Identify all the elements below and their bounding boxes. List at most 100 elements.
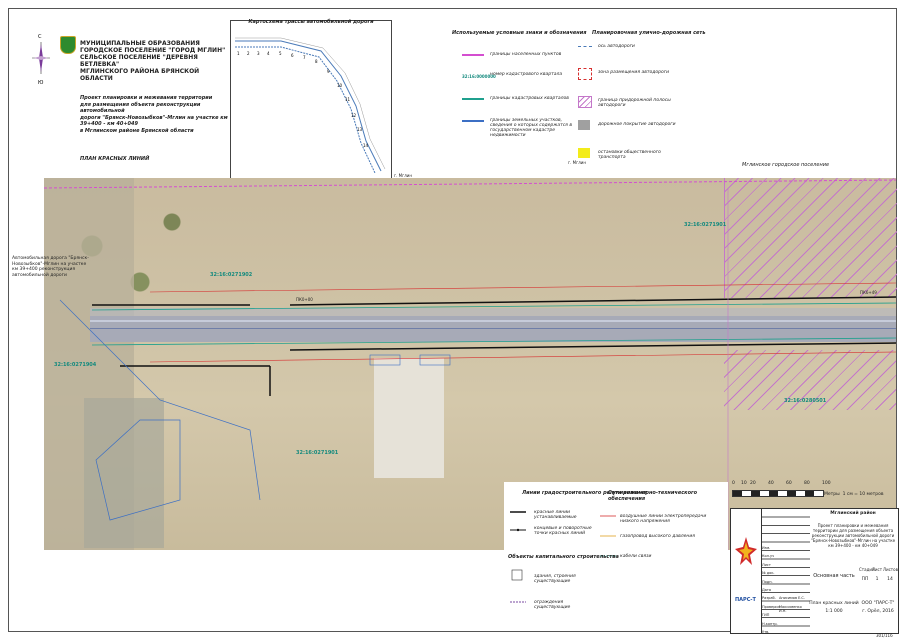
stamp-stage-header: Стадия [859,567,875,572]
inset-km-label: 12 [351,113,357,118]
legend-general-symbol: 32:16:0000000 [462,74,496,79]
legend-road-item: граница придорожной полосы автодороги [598,98,671,108]
road-note: Автомобильная дорога "Брянск-Новозыбков"… [12,256,89,278]
stamp-description: Проект планировки и межевания территории… [810,523,896,548]
inset-km-label: 8 [315,59,318,64]
scale-tick-label: 20 [750,481,756,486]
legend-buildings: здания, строения существующие [534,574,576,584]
stamp-row-label: № док. [762,571,775,576]
legend-lower: Линии градостроительного регулирования С… [504,482,728,628]
legend-general-symbol [462,98,484,100]
cadastre-boundary-south [91,337,897,346]
scale-tick-label: 80 [804,481,810,486]
inset-km-label: 13 [357,127,363,132]
legend-road-item: ось автодороги [598,44,635,49]
stamp-row-label: Кол.уч [762,554,775,559]
scale-tick-label: 10 [741,481,747,486]
stamp-person-name: Анисимов Е.С. [779,596,805,601]
project-line-4: в Мглинском районе Брянской области [80,127,194,134]
cadastral-number-5: 32:16:0280501 [784,398,827,404]
stamp-grid [761,509,810,633]
north-arrow-icon: С Ю [30,32,52,88]
legend-cables: кабели связи [620,554,652,559]
settlement-boundary [43,179,897,189]
stamp-sheet-header: Лист [871,567,883,572]
inset-km-label: 14 [363,143,369,148]
legend-title-road-network: Планировочная улично-дорожная сеть [592,30,706,36]
stamp-row-label: Разраб. [762,596,776,601]
stamp-part: Основная часть [813,573,855,579]
company-logo-text: ПАРС-Т [735,597,756,603]
stamp-sheets: 14 [887,577,893,582]
stamp-row-label: Подп. [762,579,773,584]
organization-header: МУНИЦИПАЛЬНЫЕ ОБРАЗОВАНИЯ ГОРОДСКОЕ ПОСЕ… [80,40,230,82]
legend-road-symbol [578,148,590,158]
stamp-row-label: Лист [762,562,771,567]
project-line-2: для размещения объекта реконструкции авт… [80,101,201,115]
municipal-emblem-icon [60,36,76,54]
inset-title: Картосхема трассы автомобильной дороги [248,19,374,25]
stamp-row-label: ГИП [762,613,770,618]
stamp-sheet-name: План красных линий [809,601,859,606]
project-line-3: дороги "Брянск-Новозыбков"-Мглин на учас… [80,114,228,128]
place-label-1: г. Мглин [568,160,586,165]
inset-km-label: 10 [337,83,343,88]
legend-road-symbol [578,96,592,108]
project-line-1: Проект планировки и межевания территории [80,95,213,101]
org-line-2: ГОРОДСКОЕ ПОСЕЛЕНИЕ "ГОРОД МГЛИН" [80,47,226,54]
legend-title-regulation: Линии градостроительного регулирования [522,490,647,496]
scale-tick-label: 60 [786,481,792,486]
inset-km-label: 3 [257,51,260,56]
legend-road-symbol [578,68,592,80]
power-line-north [149,282,897,293]
legend-road-symbol [578,120,590,130]
km-end-label: ПК6+49 [860,290,877,295]
svg-text:Ю: Ю [38,80,44,86]
scale-graphic [732,490,824,497]
legend-title-general: Используемые условные знаки и обозначени… [452,30,587,36]
legend-general-symbol [462,54,484,56]
power-line-south [149,351,897,363]
place-label-2: г. Мглин [394,173,412,178]
cadastral-number-4: 32:16:0271901 [296,450,339,456]
highway [90,316,896,342]
inset-km-label: 11 [345,97,351,102]
scale-tick-label: 40 [768,481,774,486]
inset-km-label: 1 [237,51,240,56]
plan-title: ПЛАН КРАСНЫХ ЛИНИЙ [80,156,150,162]
project-title: Проект планировки и межевания территории… [80,95,230,134]
legend-red-line-points: концевые и поворотные точки красных лини… [534,526,592,536]
scale-tick-label: 100 [822,481,831,486]
inset-km-label: 6 [291,53,294,58]
legend-gas-pipeline: газопровод высокого давления [620,534,695,539]
legend-fences: ограждения существующие [534,600,571,610]
legend-road-item: дорожное покрытие автодороги [598,122,676,127]
stamp-district: Мглинский район [830,511,876,516]
legend-general-item: границы населенных пунктов [490,52,562,57]
org-line-3: СЕЛЬСКОЕ ПОСЕЛЕНИЕ "ДЕРЕВНЯ БЕТЛЕВКА" [80,54,198,68]
drawing-frame [8,8,897,632]
settlement-name: Мглинское городское поселение [742,162,830,168]
legend-general-item: номер кадастрового квартала [490,72,563,77]
settlement-zone-hatch-lower [724,350,896,410]
road-axis [90,328,896,329]
svg-text:С: С [38,34,42,40]
legend-general-symbol [462,120,484,122]
inset-km-label: 2 [247,51,250,56]
stamp-city: г. Орёл, 2016 [862,609,894,614]
red-line-north [289,296,897,306]
cadastre-boundary-north [91,302,897,311]
stamp-scale: 1:1 000 [825,609,843,614]
legend-road-symbol [578,46,592,47]
legend-general-item: границы земельных участков, сведения о к… [490,118,572,138]
inset-km-label: 5 [279,51,282,56]
inset-km-label: 7 [303,55,306,60]
stamp-row-label: Проверил [762,604,780,609]
bus-stop-pocket-2 [419,354,451,366]
org-line-4: МГЛИНСКОГО РАЙОНА БРЯНСКОЙ ОБЛАСТИ [80,68,200,82]
stamp-sheet: 1 [875,577,879,582]
parcel-boundary [59,299,261,501]
inset-km-label: 9 [327,69,330,74]
stamp-person-name: Максименко И.Н. [779,604,802,613]
